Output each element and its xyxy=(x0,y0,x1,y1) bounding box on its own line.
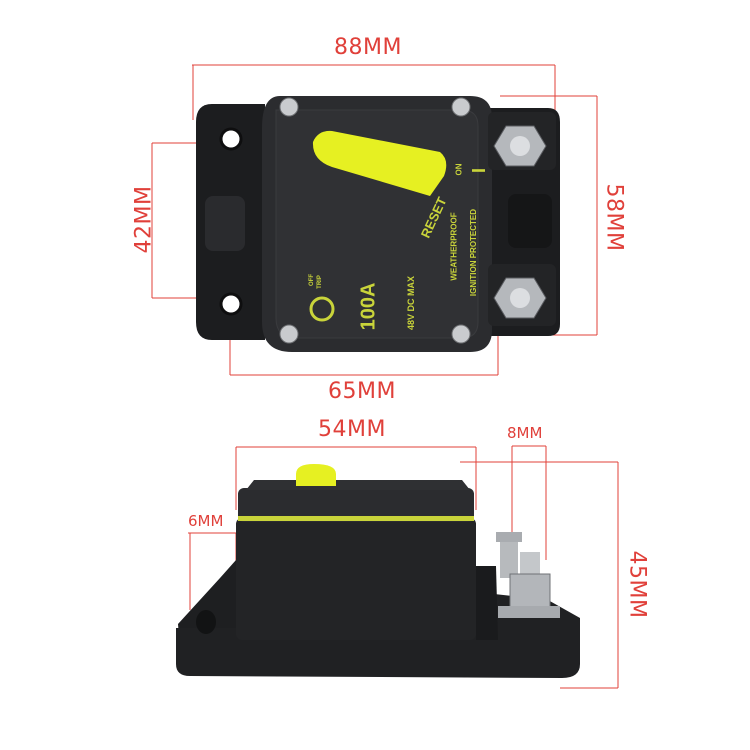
reset-lever xyxy=(312,130,447,196)
dim-label-terminal-width: 8MM xyxy=(507,424,543,442)
terminal-stud xyxy=(488,264,556,326)
dim-label-side-height: 45MM xyxy=(624,550,650,619)
dim-label-top-width: 88MM xyxy=(334,35,402,60)
off-indicator-icon xyxy=(309,296,335,322)
screw-icon xyxy=(279,97,471,344)
side-terminal-stud xyxy=(496,532,560,618)
side-housing xyxy=(236,518,476,640)
dim-label-right-height: 58MM xyxy=(601,183,627,252)
dim-label-side-width: 54MM xyxy=(318,417,386,442)
side-base xyxy=(178,560,236,650)
dim-label-flange-width: 6MM xyxy=(188,512,224,530)
terminal-stud xyxy=(488,112,556,170)
dim-label-bottom-width: 65MM xyxy=(328,379,396,404)
side-lever xyxy=(296,464,336,486)
mounting-hole xyxy=(219,127,243,151)
dim-label-left-height: 42MM xyxy=(131,185,157,254)
mounting-hole xyxy=(219,292,243,316)
